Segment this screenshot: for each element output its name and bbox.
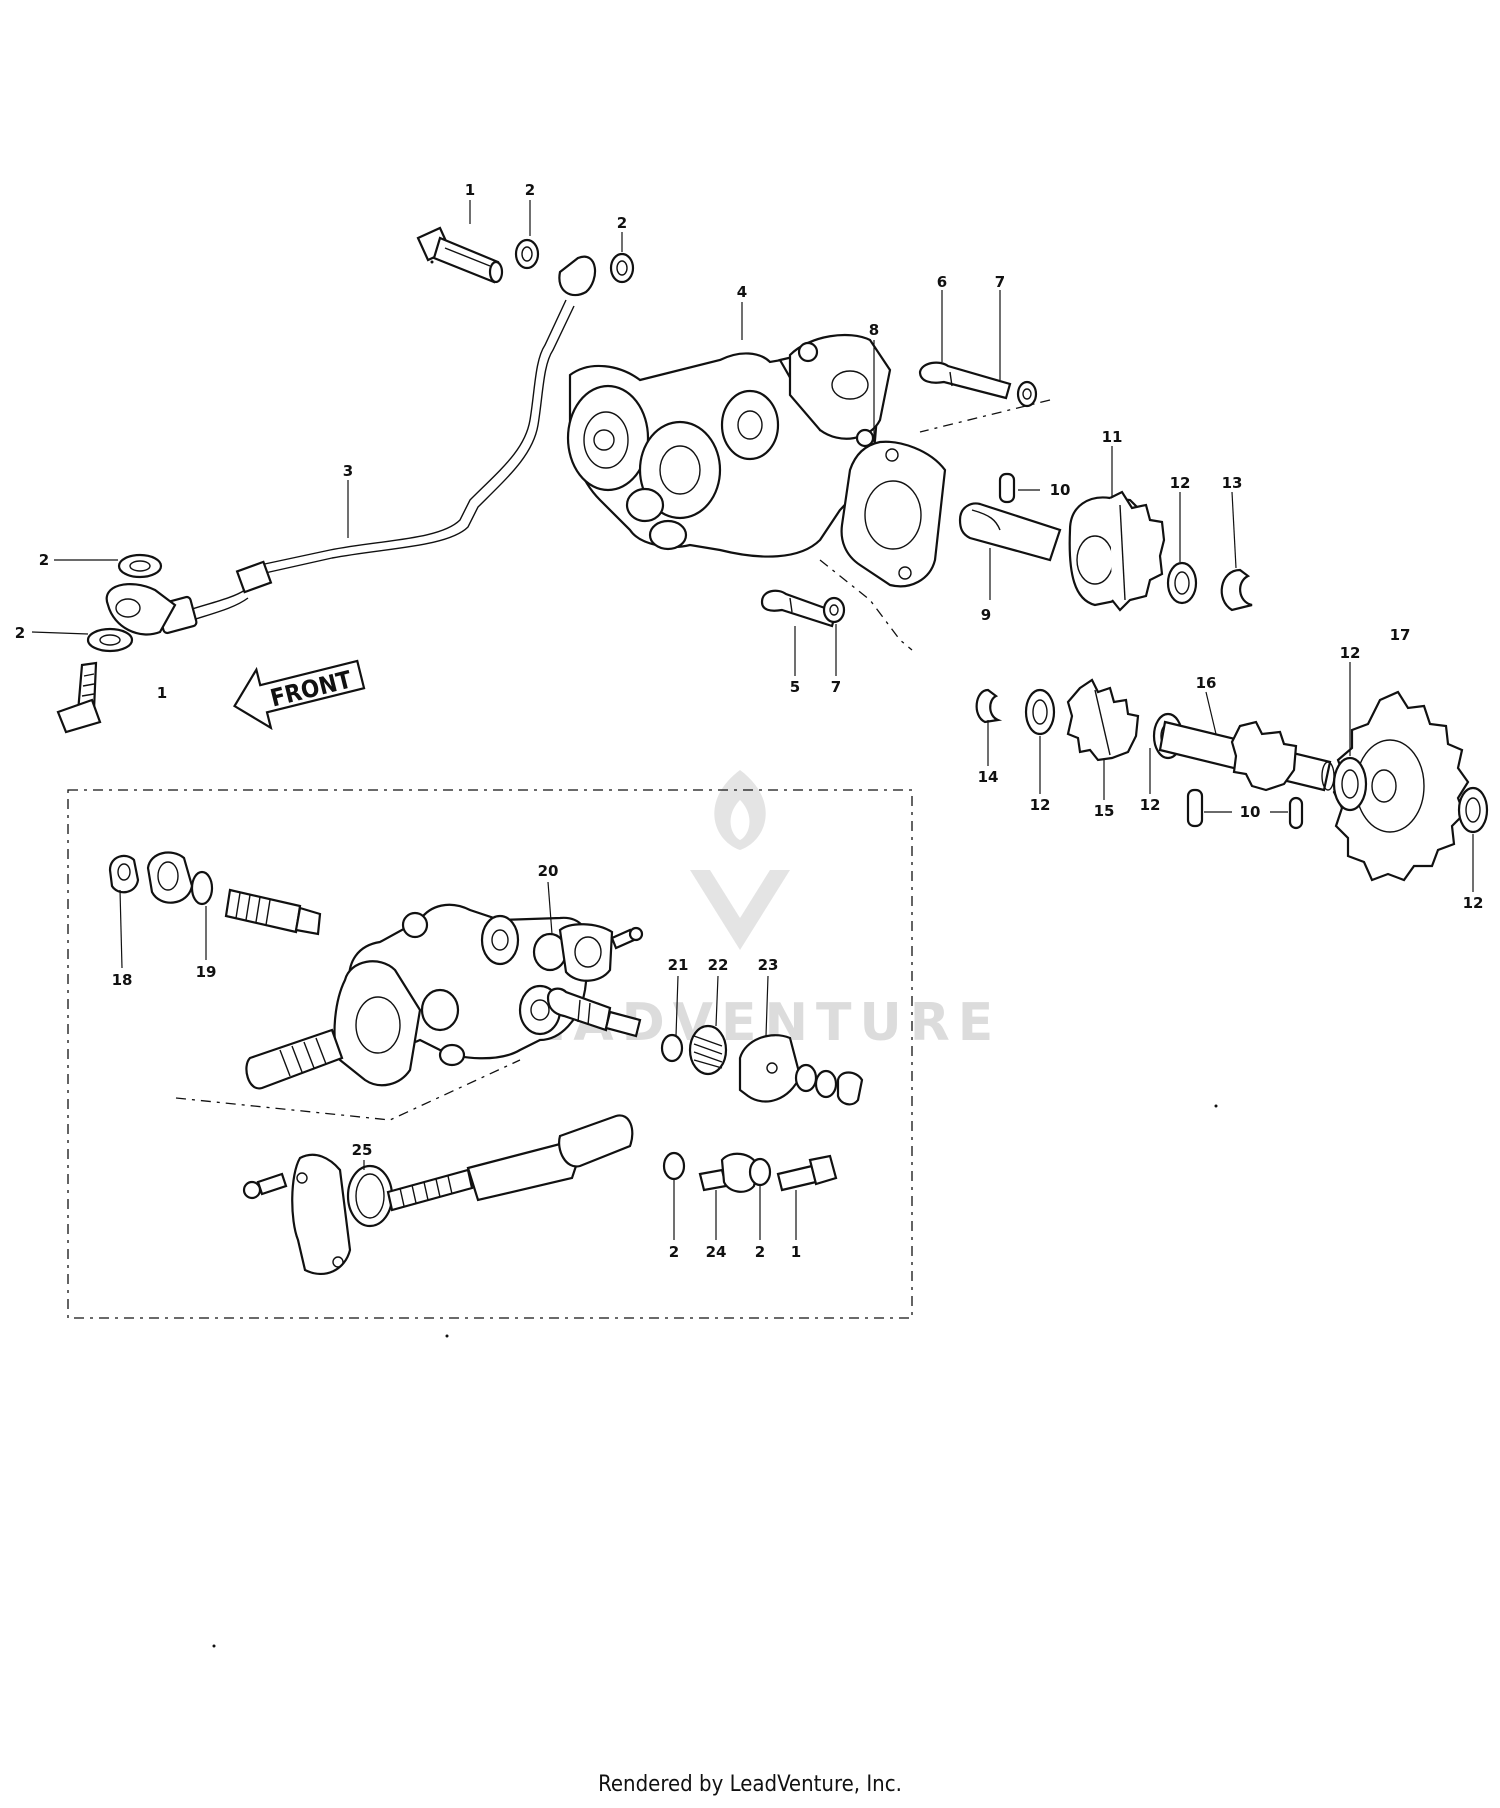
callout-12-top: 12 [1170, 474, 1191, 492]
cover-plate [558, 923, 614, 982]
callout-9: 9 [981, 606, 991, 624]
callout-12-right-top: 12 [1340, 644, 1361, 662]
callout-2-inset-a: 2 [669, 1243, 679, 1261]
callout-22: 22 [708, 956, 729, 974]
callout-10-top: 10 [1050, 481, 1071, 499]
adjuster-shaft [224, 888, 322, 936]
cap-19 [146, 851, 194, 904]
spring-22 [688, 1024, 728, 1076]
callout-1-left: 1 [157, 684, 167, 702]
washer-inset-b [814, 1069, 838, 1099]
o-ring-21 [660, 1033, 684, 1063]
washer-left-b [86, 627, 134, 653]
callout-24: 24 [706, 1243, 727, 1261]
callout-20: 20 [538, 862, 559, 880]
callout-4: 4 [737, 283, 747, 301]
callout-2-left-b: 2 [15, 624, 25, 642]
washer-top-a [514, 238, 540, 270]
washer-12-a [1024, 688, 1056, 736]
washer-inset-a [794, 1063, 818, 1093]
circlip-13 [1220, 568, 1253, 612]
callout-1-top: 1 [465, 181, 475, 199]
callout-7-mid: 7 [831, 678, 841, 696]
callout-21: 21 [668, 956, 689, 974]
callout-7-top: 7 [995, 273, 1005, 291]
callout-3: 3 [343, 462, 353, 480]
drive-gear-11 [1068, 490, 1166, 612]
callout-23: 23 [758, 956, 779, 974]
callout-12-b: 12 [1140, 796, 1161, 814]
washer-2-inset-b [748, 1157, 772, 1187]
plunger [546, 987, 642, 1038]
circlip-14 [975, 688, 1003, 724]
oil-pipe [156, 255, 597, 635]
callout-19: 19 [196, 963, 217, 981]
callout-2-inset-b: 2 [755, 1243, 765, 1261]
callout-numbers: 1 2 2 4 6 7 8 3 10 11 12 13 2 2 1 9 5 7 … [15, 181, 1484, 1261]
callout-5: 5 [790, 678, 800, 696]
washer-left-a [117, 553, 163, 579]
callout-6: 6 [937, 273, 947, 291]
o-ring-19 [190, 870, 214, 906]
washer-12-top [1166, 561, 1198, 605]
callout-1-inset: 1 [791, 1243, 801, 1261]
oil-pump-body [566, 333, 892, 558]
pin-10-a [1186, 788, 1204, 828]
gear-15 [1066, 678, 1140, 762]
callout-10-bottom: 10 [1240, 803, 1261, 821]
callout-11: 11 [1102, 428, 1123, 446]
inset-box [67, 789, 913, 1319]
callout-25: 25 [352, 1141, 373, 1159]
washer-7-mid [822, 596, 846, 624]
callout-16: 16 [1196, 674, 1217, 692]
callout-2-left-a: 2 [39, 551, 49, 569]
plate-23 [738, 1034, 802, 1103]
callout-17: 17 [1390, 626, 1411, 644]
washer-12-right-bottom [1457, 786, 1489, 834]
washer-2-inset-a [662, 1151, 686, 1181]
screw-6 [918, 361, 1038, 408]
leader-lines [31, 200, 1474, 892]
pin-10-top [998, 472, 1016, 504]
footer-credit: Rendered by LeadVenture, Inc. [598, 1772, 902, 1797]
callout-13: 13 [1222, 474, 1243, 492]
callout-14: 14 [978, 768, 999, 786]
callout-8: 8 [869, 321, 879, 339]
callout-12-right-bottom: 12 [1463, 894, 1484, 912]
splined-shaft [245, 1028, 344, 1090]
banjo-bolt-top [416, 226, 504, 284]
callout-18: 18 [112, 971, 133, 989]
washer-top-b [609, 252, 635, 284]
washer-12-right-top [1332, 756, 1368, 812]
pin-10-b [1288, 796, 1304, 830]
pump-shaft [958, 502, 1062, 600]
washer-7-top [1016, 380, 1038, 408]
banjo-fitting-left [105, 583, 177, 636]
nut-inset [836, 1071, 864, 1106]
callout-2-top-a: 2 [525, 181, 535, 199]
nut-18 [108, 854, 140, 894]
front-arrow: FRONT [233, 659, 366, 731]
shaft-16 [1158, 720, 1335, 792]
callout-2-top-b: 2 [617, 214, 627, 232]
gasket [840, 440, 947, 588]
adjuster-assembly-25 [242, 1114, 634, 1275]
inset-leader-lines [119, 881, 797, 1240]
callout-12-a: 12 [1030, 796, 1051, 814]
bolt-1-inset [776, 1154, 838, 1192]
banjo-bolt-left [56, 661, 102, 734]
callout-15: 15 [1094, 802, 1115, 820]
